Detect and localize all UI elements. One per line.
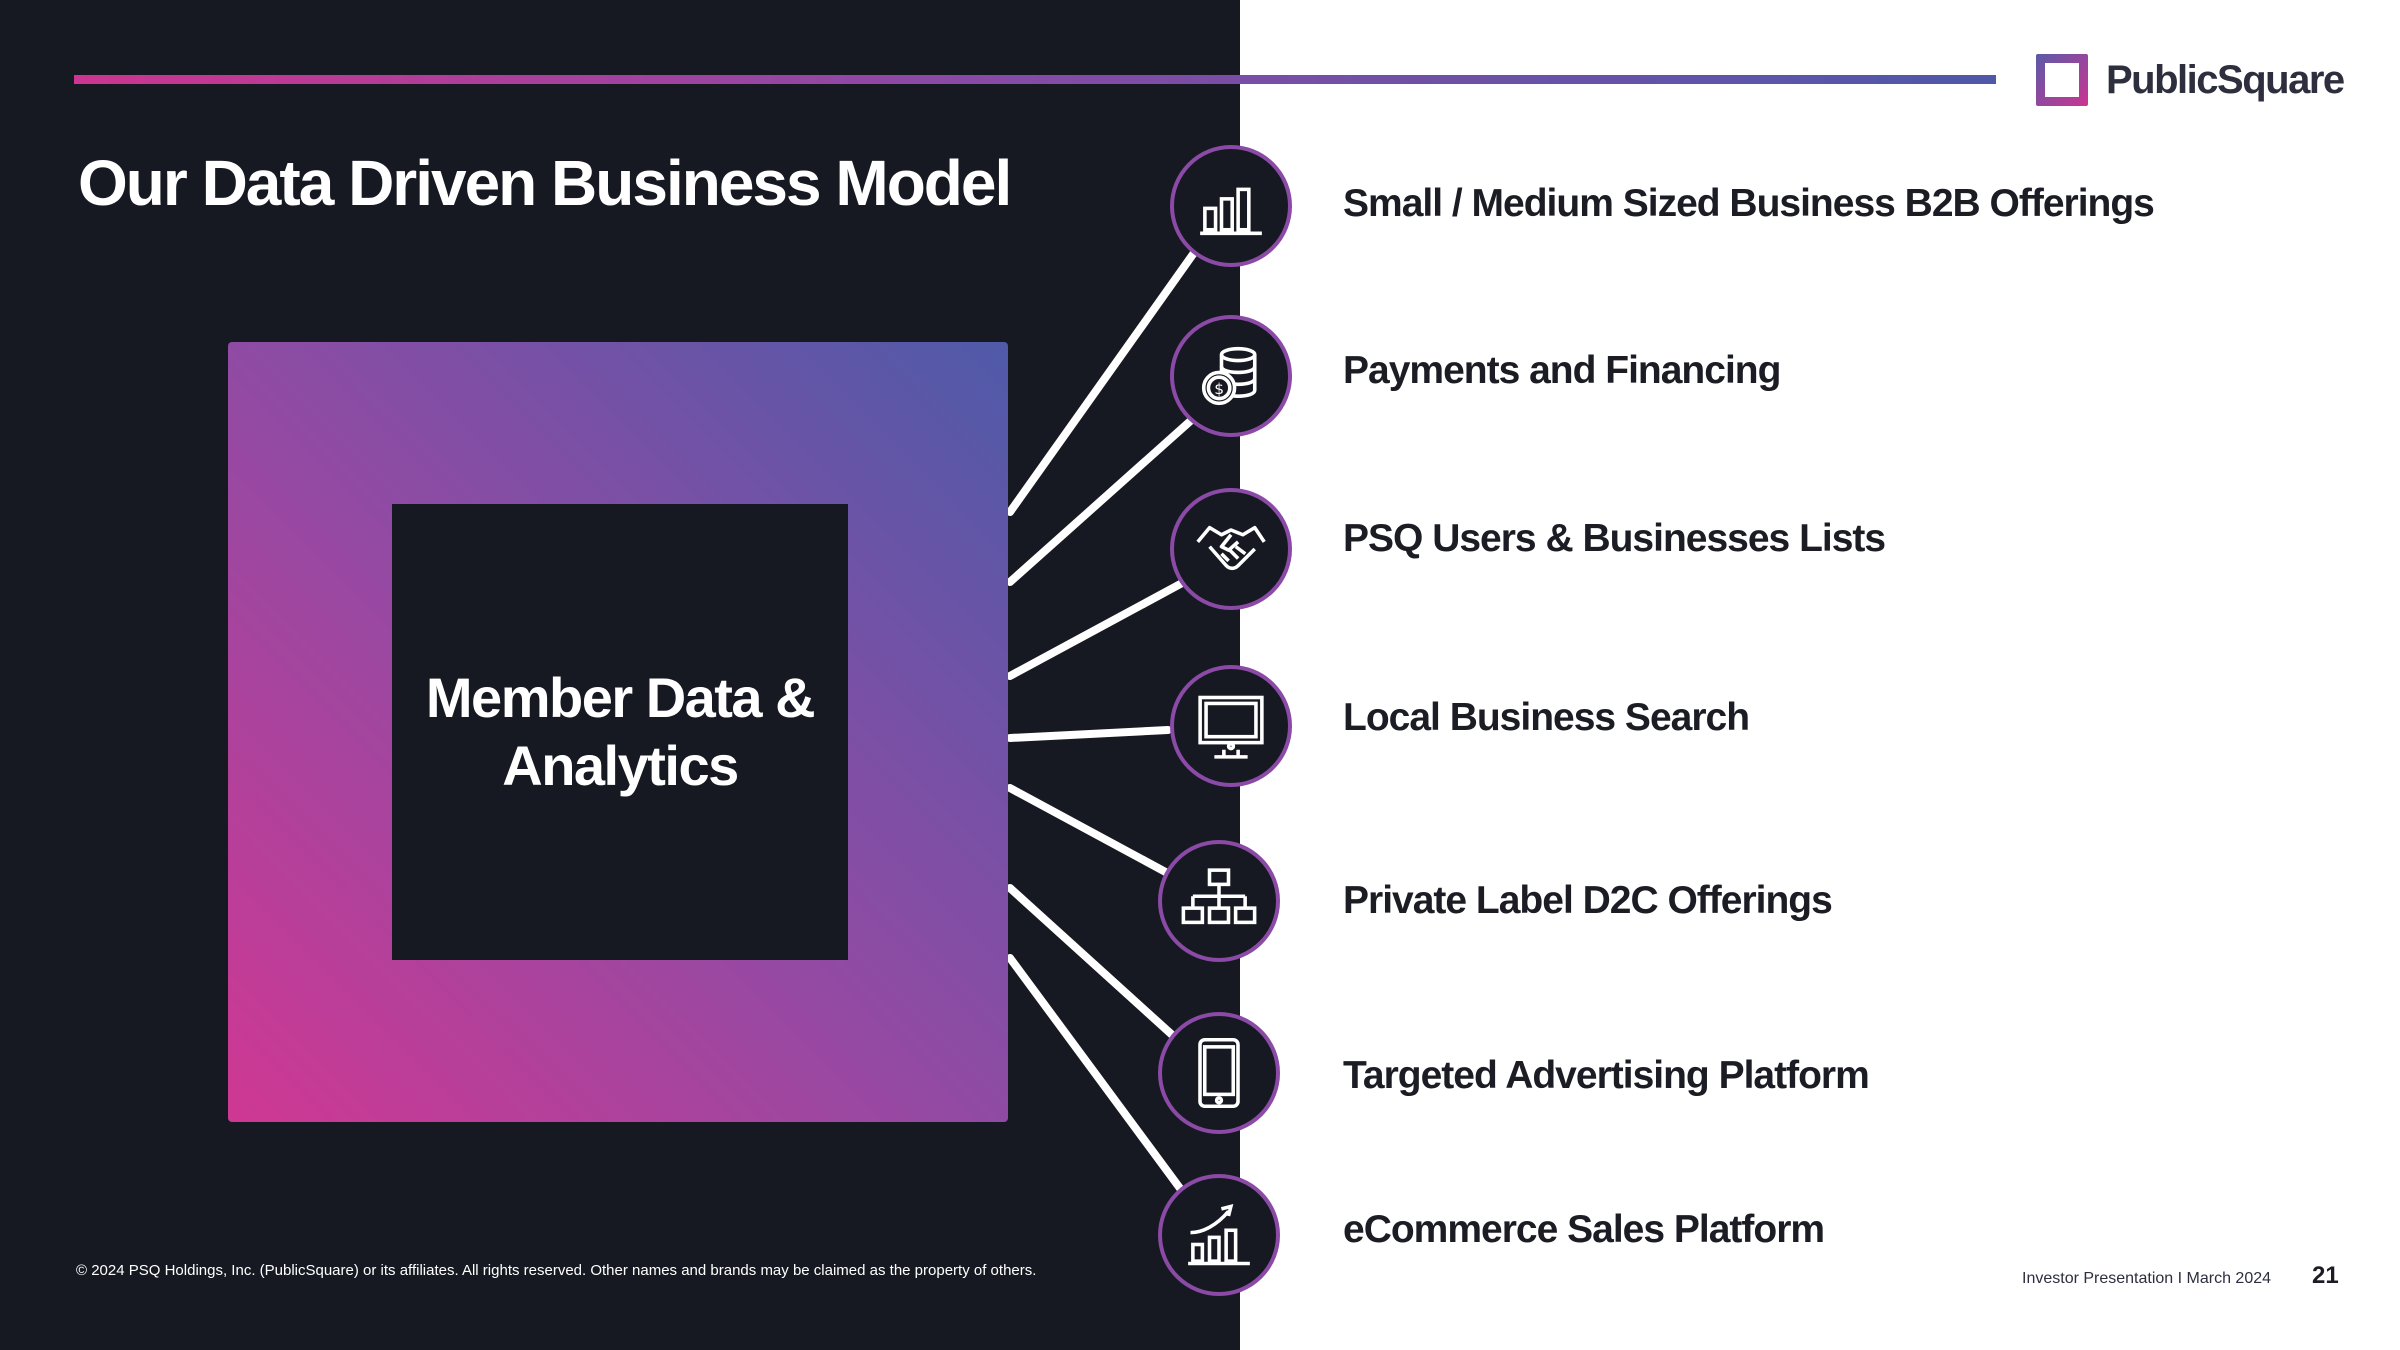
smartphone-icon [1158, 1012, 1280, 1134]
copyright-notice: © 2024 PSQ Holdings, Inc. (PublicSquare)… [76, 1262, 1037, 1279]
offering-lists: PSQ Users & Businesses Lists [1343, 517, 1886, 560]
center-label: Member Data & Analytics [425, 666, 816, 797]
offering-payments: Payments and Financing [1343, 349, 1781, 392]
svg-text:$: $ [1214, 380, 1224, 398]
slide-title: Our Data Driven Business Model [78, 147, 1012, 219]
offering-b2b: Small / Medium Sized Business B2B Offeri… [1343, 182, 2155, 225]
monitor-icon [1170, 665, 1292, 787]
bar-chart-icon [1170, 145, 1292, 267]
publicsquare-logo: PublicSquare [2036, 52, 2345, 108]
offering-ecommerce: eCommerce Sales Platform [1343, 1208, 1825, 1251]
page-number: 21 [2312, 1262, 2339, 1289]
offering-private-label: Private Label D2C Offerings [1343, 879, 1833, 922]
logo-wordmark: PublicSquare [2106, 57, 2345, 102]
gradient-rule [74, 75, 1996, 84]
offering-local-search: Local Business Search [1343, 696, 1750, 739]
growth-chart-icon [1158, 1174, 1280, 1296]
logo-square-icon [2036, 54, 2088, 106]
hierarchy-icon [1158, 840, 1280, 962]
footer-label: Investor Presentation I March 2024 [2022, 1270, 2272, 1287]
handshake-icon [1170, 488, 1292, 610]
center-box: Member Data & Analytics [392, 504, 848, 960]
offering-advertising: Targeted Advertising Platform [1343, 1054, 1870, 1097]
coins-dollar-icon: $ [1170, 315, 1292, 437]
